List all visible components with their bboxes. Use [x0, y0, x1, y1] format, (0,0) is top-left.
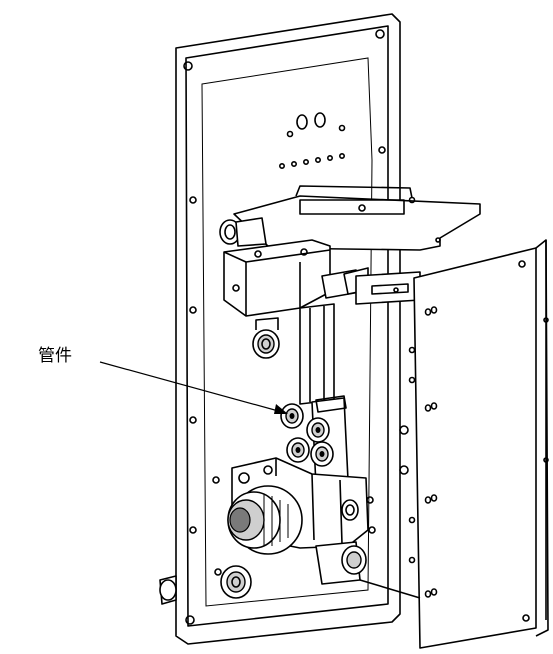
regulator-knob	[227, 485, 303, 555]
lower-fittings	[159, 541, 367, 605]
sensor-bar	[355, 271, 421, 305]
tube-fittings	[280, 395, 349, 487]
front-cover-panel	[359, 239, 549, 649]
upper-valve-block	[219, 217, 369, 317]
callout-label-fitting: 管件	[38, 346, 72, 366]
callout-leader	[99, 361, 288, 414]
left-port-fitting	[252, 317, 280, 359]
center-column	[299, 303, 335, 405]
mounting-plate	[175, 13, 401, 645]
